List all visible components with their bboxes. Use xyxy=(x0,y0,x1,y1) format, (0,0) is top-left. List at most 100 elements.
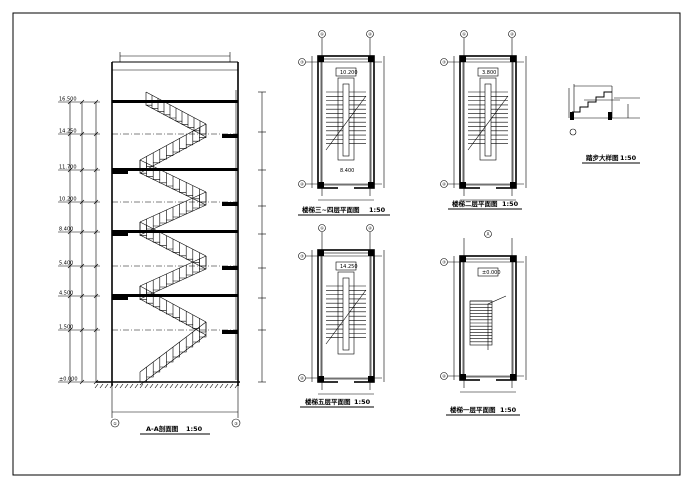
grid-label: ② xyxy=(368,32,372,37)
level-label: 14.250 xyxy=(340,264,358,270)
hatch-stroke xyxy=(159,383,164,389)
grid-label: ③ xyxy=(300,254,304,259)
dim-tick xyxy=(79,99,85,105)
elevation-label: 1.500 xyxy=(59,325,73,331)
plan-wall-inner xyxy=(462,258,514,378)
grid-bubble-3 xyxy=(231,418,241,428)
dim-tick xyxy=(93,167,99,173)
dim-tick xyxy=(93,99,99,105)
hatch-stroke xyxy=(124,383,129,389)
hatch-stroke xyxy=(114,383,119,389)
grid-label: ② xyxy=(442,374,446,379)
plan-wall-inner xyxy=(462,58,514,186)
dim-tick xyxy=(67,263,73,269)
floor-slab xyxy=(112,294,238,297)
dim-tick xyxy=(93,263,99,269)
stair-flight xyxy=(145,91,207,138)
grid-label: ① xyxy=(320,226,324,231)
dim-tick xyxy=(79,293,85,299)
hatch-stroke xyxy=(194,383,199,389)
grid-label: ① xyxy=(462,32,466,37)
landing xyxy=(222,266,238,270)
hatch-stroke xyxy=(154,383,159,389)
grid-label-3: ③ xyxy=(234,421,238,426)
dim-tick xyxy=(67,379,73,385)
stair-flight xyxy=(139,221,207,270)
stair-flight xyxy=(139,123,207,174)
dim-tick xyxy=(79,199,85,205)
grid-bubble xyxy=(440,58,448,66)
hatch-stroke xyxy=(224,383,229,389)
plan-scale-p1: 1:50 xyxy=(500,406,517,414)
column xyxy=(318,250,324,256)
stair-soffit xyxy=(139,204,207,236)
level-label: ±0.000 xyxy=(482,270,501,276)
hatch-stroke xyxy=(204,383,209,389)
grid-bubble xyxy=(460,30,468,38)
hatch-stroke xyxy=(219,383,224,389)
hatch-stroke xyxy=(99,383,104,389)
grid-bubble xyxy=(298,58,306,66)
landing xyxy=(222,202,238,206)
section-title: A-A剖面图 xyxy=(146,424,179,433)
hatch-stroke xyxy=(199,383,204,389)
stair-soffit xyxy=(139,298,207,336)
plan-title-p5: 楼梯五层平面图 xyxy=(305,397,351,406)
grid-bubble xyxy=(298,180,306,188)
elevation-label: 8.400 xyxy=(59,227,73,233)
floor-slab xyxy=(112,168,238,171)
grid-bubble-1 xyxy=(110,418,120,428)
hatch-stroke xyxy=(149,383,154,389)
stair-well xyxy=(342,83,350,157)
grid-label: ③ xyxy=(442,60,446,65)
dim-tick xyxy=(93,379,99,385)
hatch-stroke xyxy=(189,383,194,389)
plan-title-p34: 楼梯三~四层平面图 xyxy=(302,205,360,214)
break-line xyxy=(467,95,509,151)
hatch-stroke xyxy=(104,383,109,389)
dim-tick xyxy=(79,379,85,385)
detail-title: 踏步大样图 xyxy=(586,153,619,162)
grid-bubble xyxy=(440,372,448,380)
right-dims xyxy=(258,91,266,383)
hatch-stroke xyxy=(119,383,124,389)
dim-tick xyxy=(93,229,99,235)
plan-scale-p5: 1:50 xyxy=(354,398,371,406)
column xyxy=(368,376,374,382)
sheet-border xyxy=(12,12,681,476)
dim-tick xyxy=(79,229,85,235)
landing-box xyxy=(477,267,499,277)
stair-flight xyxy=(139,285,207,336)
hatch-stroke xyxy=(209,383,214,389)
column xyxy=(368,56,374,62)
dim-tick xyxy=(67,131,73,137)
grid-label: ② xyxy=(442,182,446,187)
walk-line xyxy=(487,295,507,350)
grid-label: A xyxy=(487,232,490,237)
plan-title-p1: 楼梯一层平面图 xyxy=(450,405,496,414)
dim-tick xyxy=(67,99,73,105)
plan-p1: A③②±0.000 xyxy=(440,230,527,393)
dim-tick xyxy=(67,327,73,333)
landing xyxy=(112,170,128,174)
grid-label: ② xyxy=(368,226,372,231)
landing-box xyxy=(477,67,499,77)
dim-tick xyxy=(79,167,85,173)
plan-scale-p34: 1:50 xyxy=(369,206,386,214)
floor-slab xyxy=(112,100,238,103)
handrail-outline xyxy=(479,77,497,161)
grid-bubble xyxy=(440,180,448,188)
grid-label-1: ① xyxy=(113,421,117,426)
landing xyxy=(222,330,238,334)
hatch-stroke xyxy=(229,383,234,389)
hatch-stroke xyxy=(184,383,189,389)
section-scale: 1:50 xyxy=(186,425,203,433)
stair-flight xyxy=(139,191,207,236)
stair-flight xyxy=(139,159,207,206)
hatch-stroke xyxy=(179,383,184,389)
detail-scale: 1:50 xyxy=(620,154,637,162)
column xyxy=(368,182,374,188)
